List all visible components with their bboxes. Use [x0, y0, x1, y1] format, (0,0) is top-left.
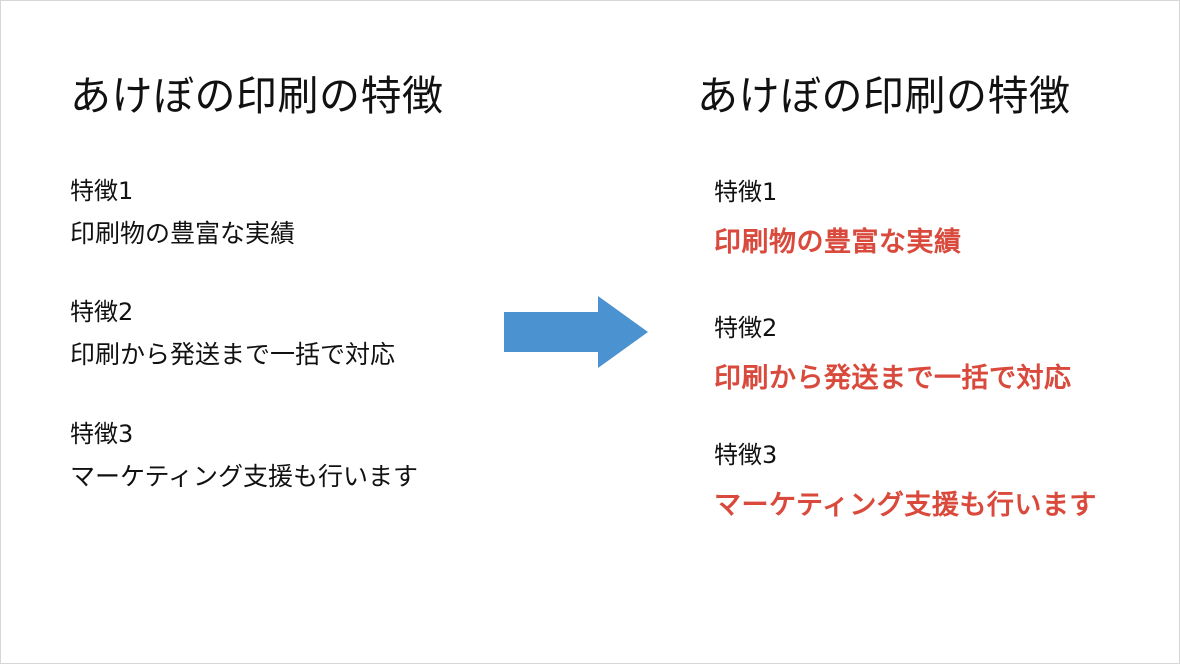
before-feature-3: 特徴3 マーケティング支援も行います [70, 418, 418, 494]
after-feature-1-text: 印刷物の豊富な実績 [714, 227, 962, 258]
right-arrow-icon [504, 296, 648, 368]
before-feature-2-label: 特徴2 [70, 298, 134, 326]
before-feature-1-label: 特徴1 [70, 177, 134, 205]
arrow-shape [504, 296, 648, 368]
before-feature-1-text: 印刷物の豊富な実績 [70, 219, 296, 248]
after-feature-2-text: 印刷から発送まで一括で対応 [714, 363, 1072, 394]
after-feature-2-label: 特徴2 [714, 314, 778, 342]
before-title: あけぼの印刷の特徴 [70, 72, 444, 120]
after-feature-3-label: 特徴3 [714, 441, 778, 469]
after-feature-2: 特徴2 印刷から発送まで一括で対応 [714, 312, 1072, 396]
after-feature-3-text: マーケティング支援も行います [714, 490, 1097, 521]
before-feature-2-text: 印刷から発送まで一括で対応 [70, 340, 396, 369]
after-feature-3: 特徴3 マーケティング支援も行います [714, 439, 1097, 523]
before-feature-2: 特徴2 印刷から発送まで一括で対応 [70, 296, 395, 372]
after-title: あけぼの印刷の特徴 [697, 72, 1071, 120]
after-feature-1: 特徴1 印刷物の豊富な実績 [714, 176, 962, 260]
before-feature-3-label: 特徴3 [70, 420, 134, 448]
before-feature-3-text: マーケティング支援も行います [70, 462, 419, 491]
before-feature-1: 特徴1 印刷物の豊富な実績 [70, 175, 295, 251]
after-feature-1-label: 特徴1 [714, 178, 778, 206]
